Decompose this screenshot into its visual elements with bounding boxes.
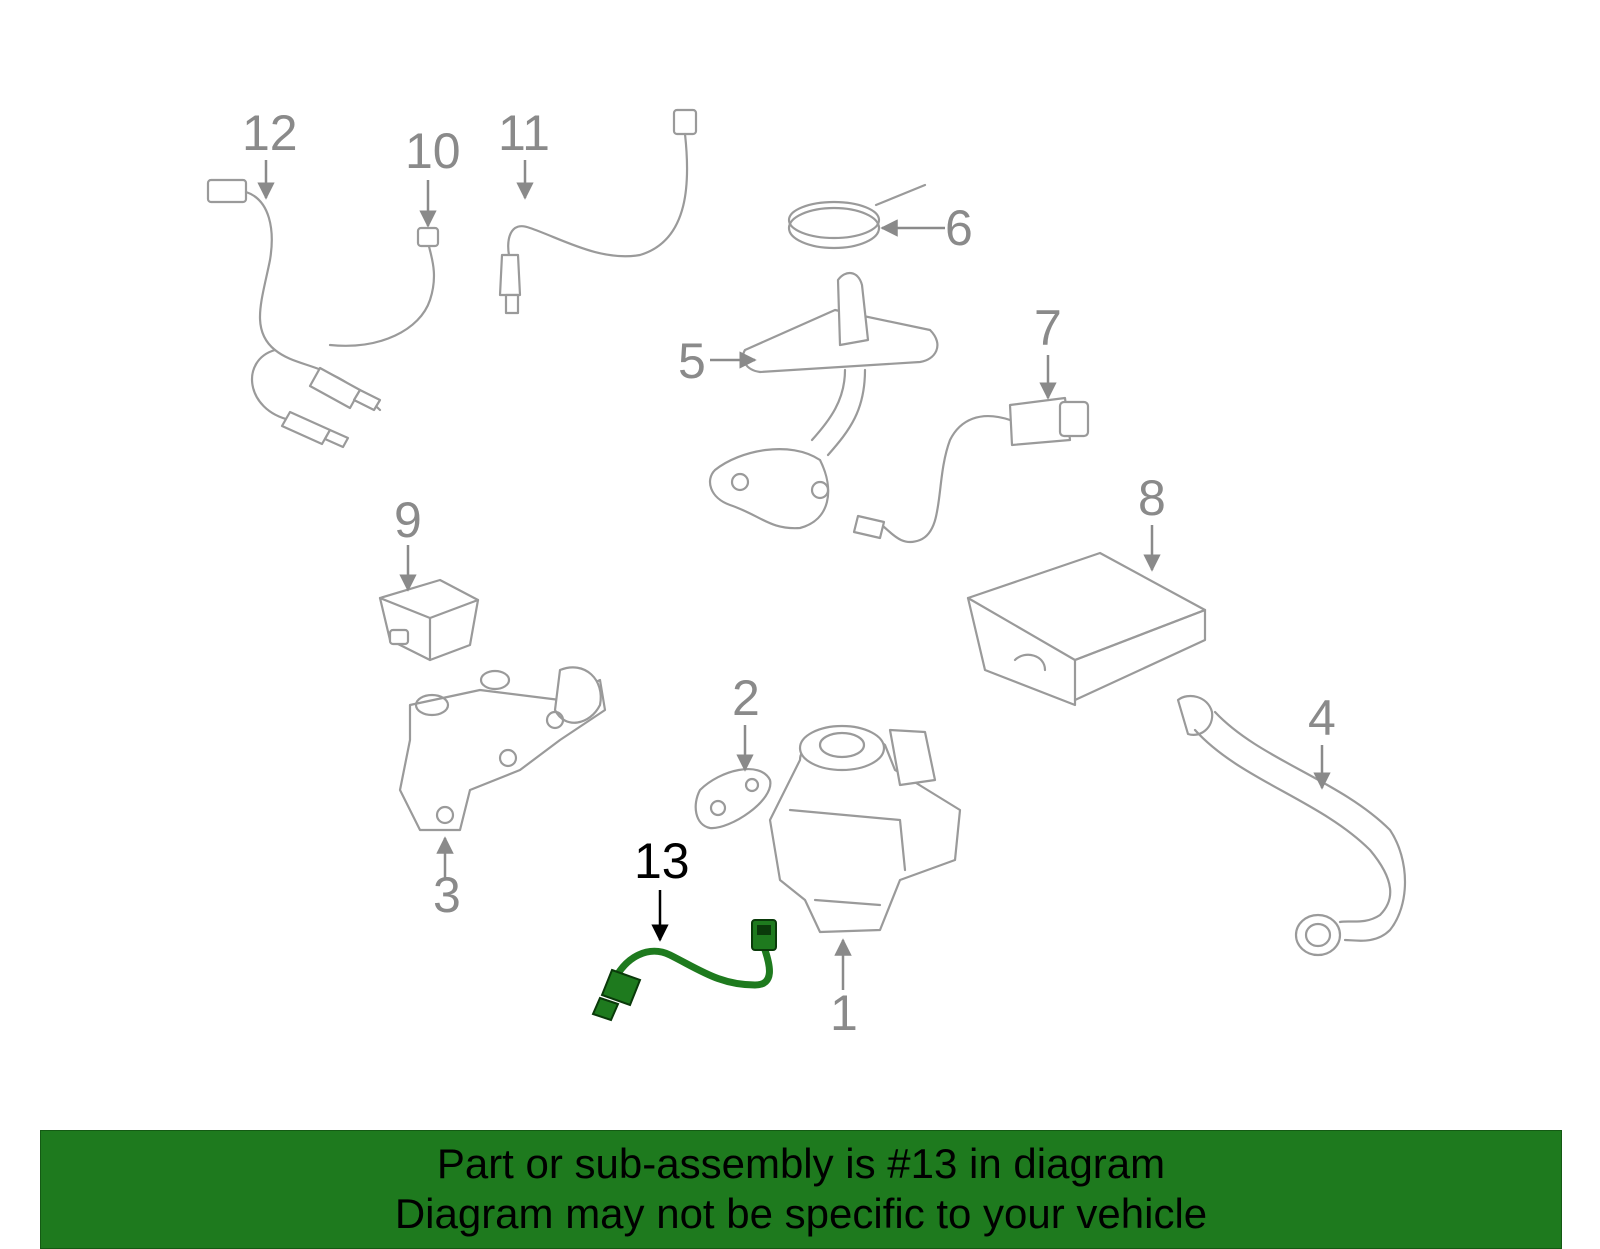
part-9-valve[interactable] — [378, 578, 480, 662]
callout-8: 8 — [1138, 470, 1166, 526]
callout-7: 7 — [1034, 300, 1062, 356]
part-6-clamp[interactable] — [787, 183, 927, 250]
callout-arrows — [257, 160, 1331, 990]
banner-line-2: Diagram may not be specific to your vehi… — [394, 1190, 1208, 1237]
callout-11: 11 — [498, 105, 550, 161]
part-12-sensor-harness[interactable] — [206, 178, 436, 449]
part-10-connector[interactable] — [416, 226, 440, 248]
callout-1: 1 — [830, 985, 858, 1041]
callout-12: 12 — [242, 105, 298, 161]
part-13-oxygen-sensor[interactable] — [591, 919, 777, 1022]
part-11-oxygen-sensor[interactable] — [498, 108, 698, 315]
part-8-canister[interactable] — [966, 551, 1207, 707]
info-banner: Part or sub-assembly is #13 in diagram D… — [40, 1130, 1562, 1249]
callout-10: 10 — [405, 123, 461, 179]
banner-line-1: Part or sub-assembly is #13 in diagram — [436, 1140, 1166, 1187]
callout-9: 9 — [394, 492, 422, 548]
part-5-air-pipe[interactable] — [708, 272, 939, 530]
callout-5: 5 — [678, 333, 706, 389]
part-2-gasket[interactable] — [694, 768, 772, 830]
callout-6: 6 — [945, 200, 973, 256]
callout-4: 4 — [1308, 690, 1336, 746]
callout-13: 13 — [634, 833, 690, 889]
callout-2: 2 — [732, 670, 760, 726]
part-3-valve-bracket[interactable] — [398, 666, 607, 832]
callout-3: 3 — [433, 867, 461, 923]
part-1-air-pump[interactable] — [768, 724, 962, 934]
part-4-hose[interactable] — [1176, 694, 1406, 957]
parts-diagram: 12 10 11 6 5 7 8 9 2 3 1 4 13 — [206, 105, 1406, 1041]
part-7-sensor[interactable] — [852, 396, 1090, 543]
